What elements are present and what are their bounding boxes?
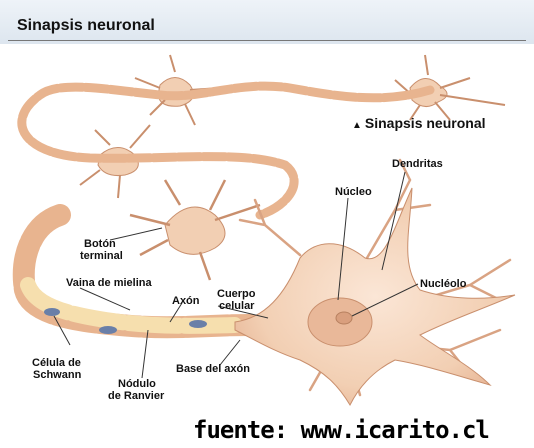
schwann-nucleus-3 bbox=[189, 320, 207, 328]
label-myelin: Vaina de mielina bbox=[66, 277, 152, 289]
label-nucleolus: Nucléolo bbox=[420, 278, 467, 290]
label-ranvier-line2: de Ranvier bbox=[108, 390, 165, 402]
page-title: Sinapsis neuronal bbox=[17, 17, 155, 34]
source-credit: fuente: www.icarito.cl bbox=[193, 416, 490, 444]
label-schwann-line2: Schwann bbox=[33, 369, 82, 381]
small-neuron-right bbox=[394, 54, 506, 121]
schwann-nucleus-2 bbox=[99, 326, 117, 334]
label-ranvier-line1: Nódulo bbox=[118, 378, 156, 390]
leader-lines bbox=[53, 171, 419, 379]
nucleolus bbox=[335, 311, 353, 325]
axon-background bbox=[17, 81, 435, 220]
divider bbox=[8, 40, 526, 41]
cell-body bbox=[234, 187, 516, 407]
label-body-line1: Cuerpo bbox=[217, 288, 256, 300]
label-dendrites: Dendritas bbox=[392, 158, 443, 170]
label-body-line2: celular bbox=[219, 300, 255, 312]
myelin-sheath bbox=[12, 204, 261, 339]
header-bar bbox=[0, 0, 534, 44]
label-terminal-line1: Botón bbox=[84, 238, 116, 250]
neuron-middle bbox=[129, 179, 261, 281]
label-nucleus: Núcleo bbox=[335, 186, 372, 198]
label-terminal-line2: terminal bbox=[80, 250, 123, 262]
label-schwann-line1: Célula de bbox=[32, 357, 81, 369]
label-synapse: ▲Sinapsis neuronal bbox=[352, 115, 486, 131]
schwann-nucleus-1 bbox=[44, 308, 60, 316]
label-axon-base: Base del axón bbox=[176, 363, 250, 375]
label-axon: Axón bbox=[172, 295, 200, 307]
